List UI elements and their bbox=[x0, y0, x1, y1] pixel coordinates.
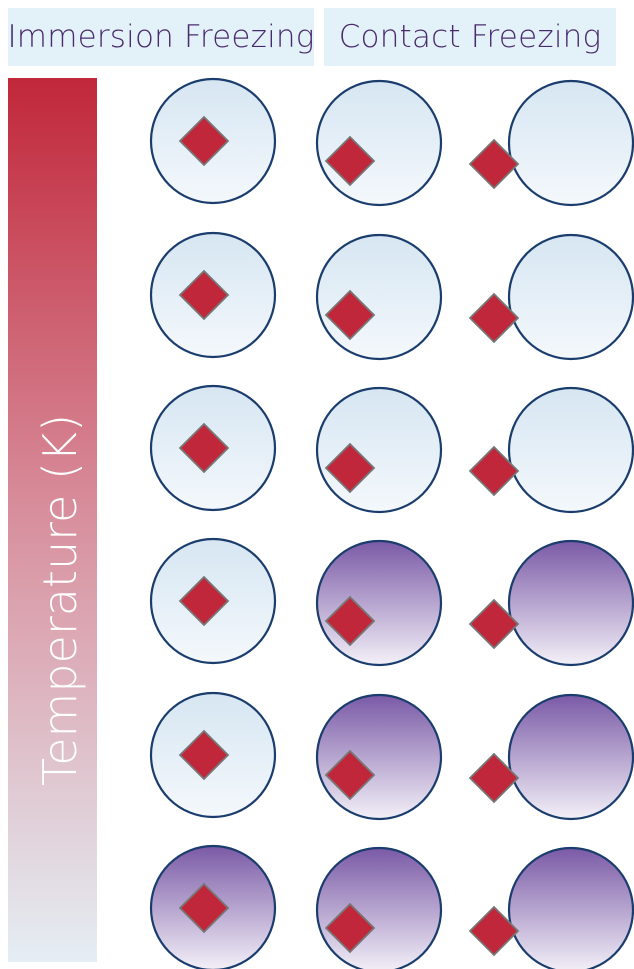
contact-outside-droplet bbox=[507, 693, 634, 821]
contact-outside-particle bbox=[468, 445, 520, 497]
contact-outside-droplet bbox=[507, 386, 634, 514]
diagram-row-2 bbox=[149, 231, 634, 361]
temperature-gradient-bar: Temperature (K) bbox=[8, 78, 97, 962]
contact-outside-particle bbox=[468, 292, 520, 344]
contact-inside-particle bbox=[324, 135, 376, 187]
contact-outside-droplet bbox=[507, 79, 634, 207]
contact-outside-particle bbox=[468, 138, 520, 190]
contact-inside-particle bbox=[324, 442, 376, 494]
diagram-row-3 bbox=[149, 384, 634, 514]
contact-outside-particle bbox=[468, 598, 520, 650]
immersion-particle bbox=[178, 575, 230, 627]
immersion-freezing-header: Immersion Freezing bbox=[7, 8, 314, 66]
diagram-row-6 bbox=[149, 844, 634, 969]
diagram-row-5 bbox=[149, 691, 634, 821]
immersion-particle bbox=[178, 422, 230, 474]
contact-inside-droplet bbox=[315, 539, 443, 667]
immersion-particle bbox=[178, 729, 230, 781]
contact-freezing-header: Contact Freezing bbox=[324, 8, 616, 66]
diagram-row-4 bbox=[149, 537, 634, 667]
contact-outside-droplet bbox=[507, 846, 634, 969]
contact-inside-particle bbox=[324, 902, 376, 954]
contact-outside-particle bbox=[468, 905, 520, 957]
immersion-particle bbox=[178, 115, 230, 167]
contact-inside-particle bbox=[324, 749, 376, 801]
contact-inside-particle bbox=[324, 289, 376, 341]
immersion-particle bbox=[178, 882, 230, 934]
immersion-particle bbox=[178, 269, 230, 321]
contact-outside-droplet bbox=[507, 233, 634, 361]
contact-inside-droplet bbox=[315, 233, 443, 361]
contact-inside-droplet bbox=[315, 846, 443, 969]
diagram-row-1 bbox=[149, 77, 634, 207]
contact-inside-droplet bbox=[315, 386, 443, 514]
contact-outside-particle bbox=[468, 752, 520, 804]
contact-inside-droplet bbox=[315, 693, 443, 821]
contact-inside-droplet bbox=[315, 79, 443, 207]
contact-outside-droplet bbox=[507, 539, 634, 667]
contact-inside-particle bbox=[324, 595, 376, 647]
